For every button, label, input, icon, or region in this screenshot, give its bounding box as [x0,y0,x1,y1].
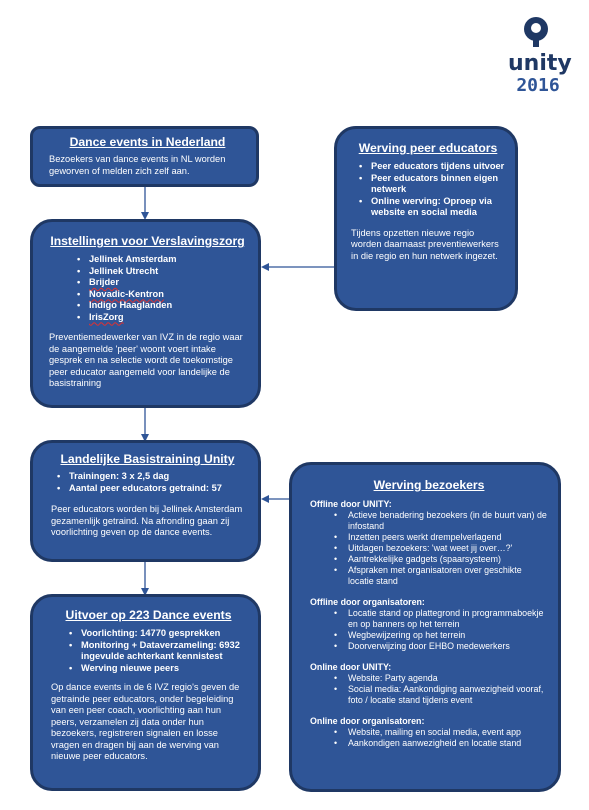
section-heading: Offline door UNITY: [310,499,392,509]
logo-figure-icon [524,17,548,47]
list-item: Uitdagen bezoekers: 'wat weet jij over…?… [310,543,548,554]
list-item: Werving nieuwe peers [51,663,246,675]
list-item: Aantal peer educators getraind: 57 [39,483,246,495]
section-heading: Offline door organisatoren: [310,597,425,607]
basistraining-list: Trainingen: 3 x 2,5 dag Aantal peer educ… [39,471,246,494]
list-item: Aantrekkelijke gadgets (spaarsysteem) [310,554,548,565]
list-item: Website: Party agenda [310,673,548,684]
list-item: Wegbewijzering op het terrein [310,630,548,641]
werving-bezoekers-title: Werving bezoekers [373,478,485,492]
werving-peer-title: Werving peer educators [358,141,498,155]
uitvoer-list: Voorlichting: 14770 gesprekken Monitorin… [51,628,246,674]
basistraining-text: Peer educators worden bij Jellinek Amste… [51,504,243,537]
list-item: Brijder [59,277,246,289]
werving-peer-text: Tijdens opzetten nieuwe regio worden daa… [351,227,499,261]
list-item: Indigo Haaglanden [59,300,246,312]
instellingen-text: Preventiemedewerker van IVZ in de regio … [49,332,243,388]
list-item: Social media: Aankondiging aanwezigheid … [310,684,548,706]
box-uitvoer: Uitvoer op 223 Dance events Voorlichting… [30,594,261,791]
list-item: Monitoring + Dataverzameling: 6932 ingev… [51,640,246,663]
uitvoer-text: Op dance events in de 6 IVZ regio's geve… [51,682,240,761]
list-item: Website, mailing en social media, event … [310,727,548,738]
werving-peer-list: Peer educators tijdens uitvoer Peer educ… [341,161,505,219]
box-instellingen: Instellingen voor Verslavingszorg Jellin… [30,219,261,408]
list-item: Aankondigen aanwezigheid en locatie stan… [310,738,548,749]
section-list: Website: Party agenda Social media: Aank… [310,673,548,706]
box-werving-bezoekers: Werving bezoekers Offline door UNITY: Ac… [289,462,561,792]
list-item: Online werving: Oproep via website en so… [341,196,505,219]
box-werving-peer: Werving peer educators Peer educators ti… [334,126,518,311]
list-item: Doorverwijzing door EHBO medewerkers [310,641,548,652]
list-item: Inzetten peers werkt drempelverlagend [310,532,548,543]
dance-events-title: Dance events in Nederland [69,135,226,149]
section-list: Actieve benadering bezoekers (in de buur… [310,510,548,587]
list-item: Voorlichting: 14770 gesprekken [51,628,246,640]
list-item: Peer educators tijdens uitvoer [341,161,505,173]
list-item: Actieve benadering bezoekers (in de buur… [310,510,548,532]
list-item: IrisZorg [59,312,246,324]
section-list: Locatie stand op plattegrond in programm… [310,608,548,652]
list-item: Jellinek Utrecht [59,266,246,278]
basistraining-title: Landelijke Basistraining Unity [60,452,235,466]
list-item: Afspraken met organisatoren over geschik… [310,565,548,587]
list-item: Locatie stand op plattegrond in programm… [310,608,548,630]
unity-logo: unity 2016 [506,14,572,96]
instellingen-title: Instellingen voor Verslavingszorg [50,234,245,248]
list-item: Jellinek Amsterdam [59,254,246,266]
logo-word: unity [508,51,572,76]
section-heading: Online door UNITY: [310,662,392,672]
logo-year: 2016 [516,75,560,96]
uitvoer-title: Uitvoer op 223 Dance events [65,608,232,622]
section-heading: Online door organisatoren: [310,716,425,726]
dance-events-text: Bezoekers van dance events in NL worden … [49,154,226,176]
box-basistraining: Landelijke Basistraining Unity Traininge… [30,440,261,562]
box-dance-events: Dance events in Nederland Bezoekers van … [30,126,259,187]
list-item: Trainingen: 3 x 2,5 dag [39,471,246,483]
section-list: Website, mailing en social media, event … [310,727,548,749]
list-item: Peer educators binnen eigen netwerk [341,173,505,196]
list-item: Novadic-Kentron [59,289,246,301]
instellingen-list: Jellinek Amsterdam Jellinek Utrecht Brij… [59,254,246,323]
